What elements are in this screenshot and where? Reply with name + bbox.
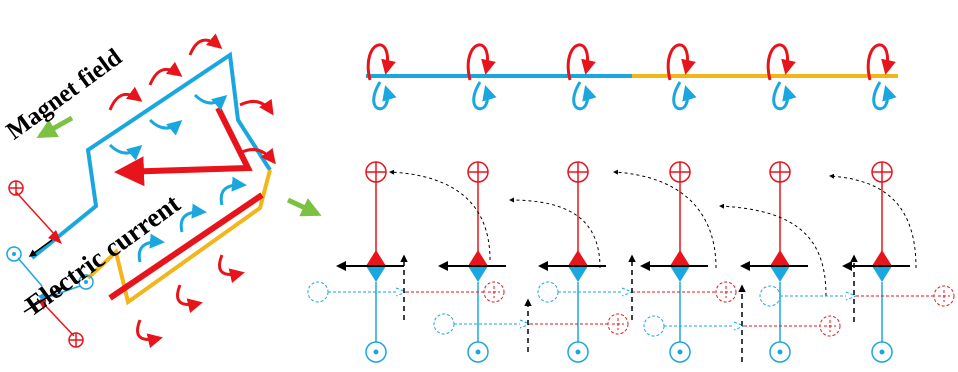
- circle-arrow-icon: [643, 315, 665, 337]
- dashed-curves: [389, 169, 917, 297]
- circle-dot-icon: [365, 341, 387, 363]
- top-spin-loops: [366, 43, 897, 111]
- circuit-yellow-wire: [86, 169, 272, 306]
- dipole-4: [640, 161, 708, 363]
- circle-dot-icon: [567, 341, 589, 363]
- spin-chain: [307, 161, 955, 363]
- left-spin-pair: [6, 180, 94, 348]
- spin-loop-5: [766, 43, 797, 111]
- electric-current-line: [108, 192, 264, 301]
- circle-dot-icon: [467, 341, 489, 363]
- circuit-blue-wire: [30, 51, 272, 260]
- spin-loop-3: [566, 43, 597, 111]
- spin-loop-2: [466, 43, 497, 111]
- spin-loop-1: [366, 43, 397, 111]
- circle-dot-icon: [871, 341, 893, 363]
- circle-arrow-icon: [537, 281, 559, 303]
- circle-dot-icon: [669, 341, 691, 363]
- green-arrow-icon: [36, 115, 74, 139]
- circle-arrow-icon: [759, 285, 781, 307]
- field-curls-bottom: [136, 176, 247, 349]
- electric-current-arrow: [114, 106, 253, 187]
- dashed-up-arrows: [400, 254, 858, 362]
- field-curls-top: [108, 33, 276, 165]
- dipole-2: [438, 161, 506, 363]
- circle-arrow-icon: [307, 281, 329, 303]
- spin-loop-4: [666, 43, 697, 111]
- dashed-pairs: [307, 281, 955, 337]
- circle-arrow-icon: [433, 313, 455, 335]
- dipole-1: [336, 161, 404, 363]
- dipole-5: [740, 161, 808, 363]
- dipole-6: [842, 161, 910, 363]
- dipole-3: [538, 161, 606, 363]
- left-circuit: [6, 33, 322, 349]
- green-arrow-icon: [286, 197, 322, 217]
- circle-dot-icon: [769, 341, 791, 363]
- spin-loop-6: [866, 43, 897, 111]
